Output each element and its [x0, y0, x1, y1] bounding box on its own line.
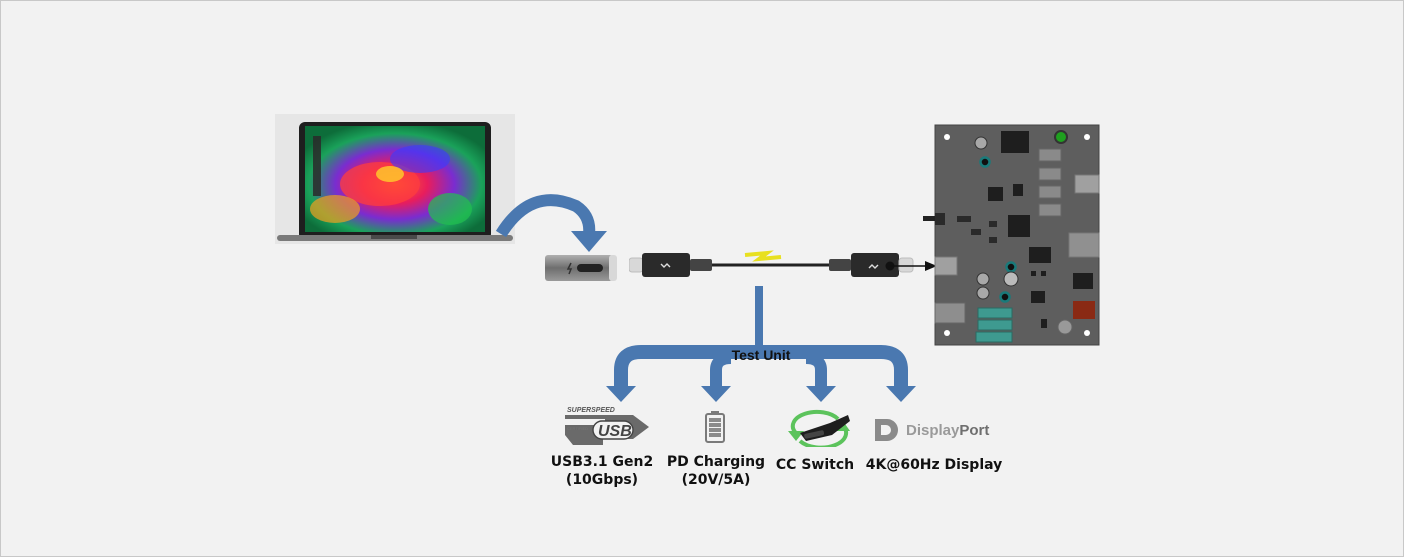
displayport-logo-text: DisplayPort — [906, 422, 989, 439]
feature-cc-line1: CC Switch — [775, 457, 855, 473]
feature-pd-label: PD Charging (20V/5A) — [661, 453, 771, 489]
feature-pd-line1: PD Charging — [666, 454, 766, 470]
test-board-pcb — [923, 124, 1100, 346]
feature-dp-label: 4K@60Hz Display — [861, 456, 1007, 474]
displayport-logo-icon — [875, 419, 898, 441]
feature-dp-line1: 4K@60Hz Display — [865, 457, 1003, 473]
test-unit-branch-arrows — [606, 286, 916, 402]
dp-text-display: Display — [906, 422, 960, 439]
battery-icon — [705, 411, 725, 443]
dp-text-port: Port — [959, 422, 990, 439]
feature-usb-line2: (10Gbps) — [565, 472, 639, 488]
superspeed-usb-logo: SUPERSPEED CERTIFIED USB — [565, 407, 649, 445]
board-connector-arrow — [885, 261, 937, 271]
feature-pd-line2: (20V/5A) — [681, 472, 751, 488]
lightning-bolt-icon — [744, 250, 782, 262]
test-unit-label: Test Unit — [731, 347, 791, 363]
feature-cc-label: CC Switch — [769, 456, 861, 474]
usb-logo-top-text: SUPERSPEED — [567, 407, 615, 414]
usb-logo-main-text: USB — [598, 423, 632, 440]
usb-logo-small-text: CERTIFIED — [567, 426, 588, 431]
cc-switch-icon — [788, 409, 850, 447]
usb-c-port-closeup — [545, 255, 617, 281]
laptop-image — [275, 114, 515, 244]
thunderbolt-cable — [629, 253, 914, 277]
connect-arrow — [495, 194, 607, 252]
feature-usb-label: USB3.1 Gen2 (10Gbps) — [543, 453, 661, 489]
feature-usb-line1: USB3.1 Gen2 — [550, 454, 654, 470]
